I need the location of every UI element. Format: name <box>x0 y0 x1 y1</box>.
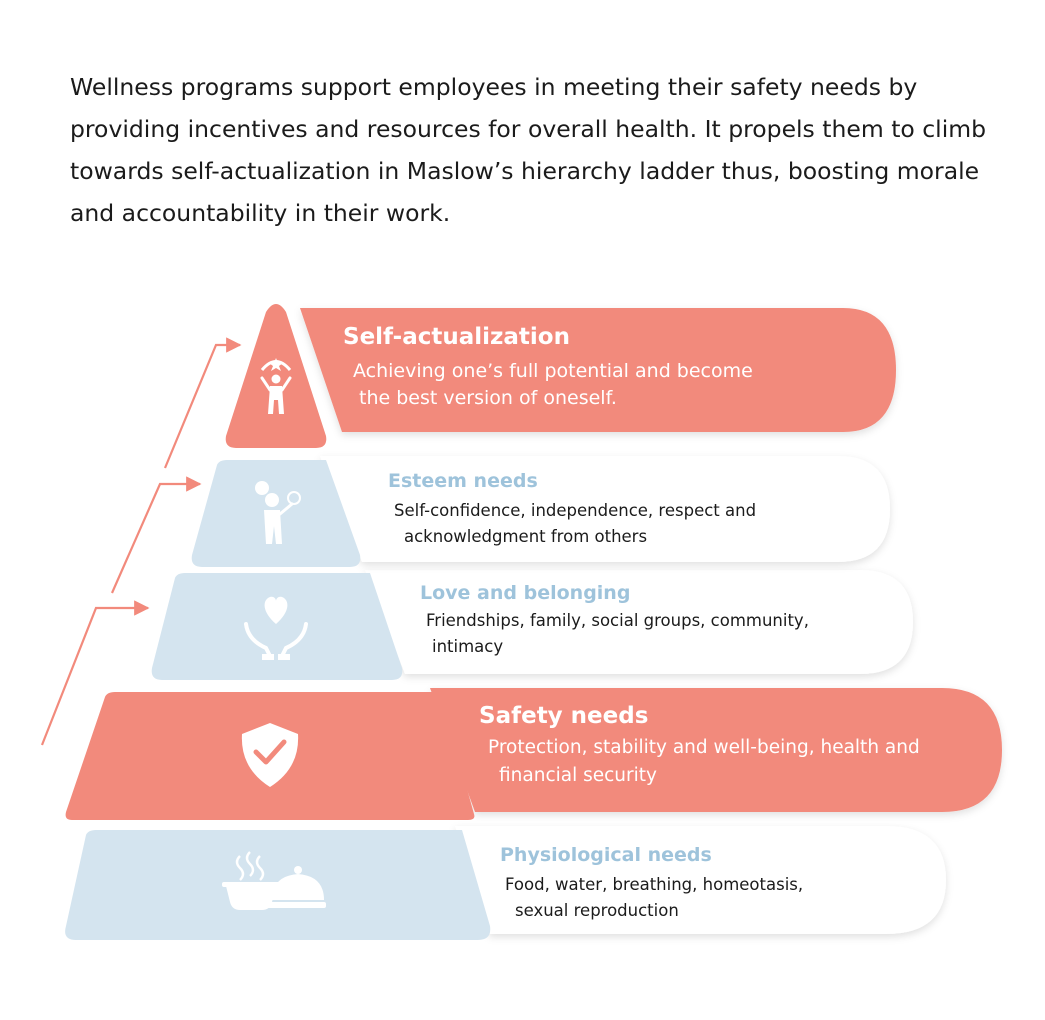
level-title: Physiological needs <box>500 844 712 866</box>
label-band-physiological <box>455 826 946 934</box>
level-desc: Self-confidence, independence, respect a… <box>394 501 757 520</box>
confident-person-icon <box>255 481 301 544</box>
arrow-love-to-esteem <box>110 476 202 594</box>
label-band-esteem <box>320 456 890 562</box>
level-desc: intimacy <box>432 637 504 656</box>
level-love <box>151 570 913 680</box>
label-self-actualization: Self-actualization Achieving one’s full … <box>343 322 863 412</box>
level-desc: acknowledgment from others <box>404 527 648 546</box>
achievement-person-icon <box>260 358 292 414</box>
level-desc: financial security <box>499 765 657 786</box>
food-platter-icon <box>222 851 326 910</box>
label-love: Love and belonging Friendships, family, … <box>420 580 900 660</box>
label-band-safety <box>430 688 1002 812</box>
level-esteem <box>191 456 890 567</box>
level-desc: sexual reproduction <box>515 901 679 920</box>
arrow-esteem-to-self <box>163 337 242 469</box>
ladder-arrows <box>40 337 242 746</box>
level-title: Self-actualization <box>343 324 570 350</box>
hands-heart-icon <box>244 596 308 660</box>
label-physiological: Physiological needs Food, water, breathi… <box>500 842 930 924</box>
arrow-safety-to-love <box>40 600 150 746</box>
level-title: Esteem needs <box>388 470 538 492</box>
level-title: Love and belonging <box>420 582 631 604</box>
level-safety <box>65 688 1002 820</box>
pyramid-block-love <box>151 573 403 680</box>
level-physiological <box>65 826 946 940</box>
level-desc: Friendships, family, social groups, comm… <box>426 611 809 630</box>
level-title: Safety needs <box>479 703 649 729</box>
shield-check-icon <box>241 723 299 787</box>
level-desc: Protection, stability and well-being, he… <box>488 737 920 758</box>
level-desc: Food, water, breathing, homeotasis, <box>505 875 804 894</box>
intro-paragraph: Wellness programs support employees in m… <box>70 73 987 227</box>
label-band-love <box>365 570 913 674</box>
level-self-actualization <box>225 304 896 448</box>
level-desc: Achieving one’s full potential and becom… <box>353 360 753 382</box>
label-safety: Safety needs Protection, stability and w… <box>479 701 999 790</box>
label-band-self <box>300 308 896 432</box>
label-esteem: Esteem needs Self-confidence, independen… <box>388 468 868 550</box>
level-desc: the best version of oneself. <box>359 387 617 409</box>
